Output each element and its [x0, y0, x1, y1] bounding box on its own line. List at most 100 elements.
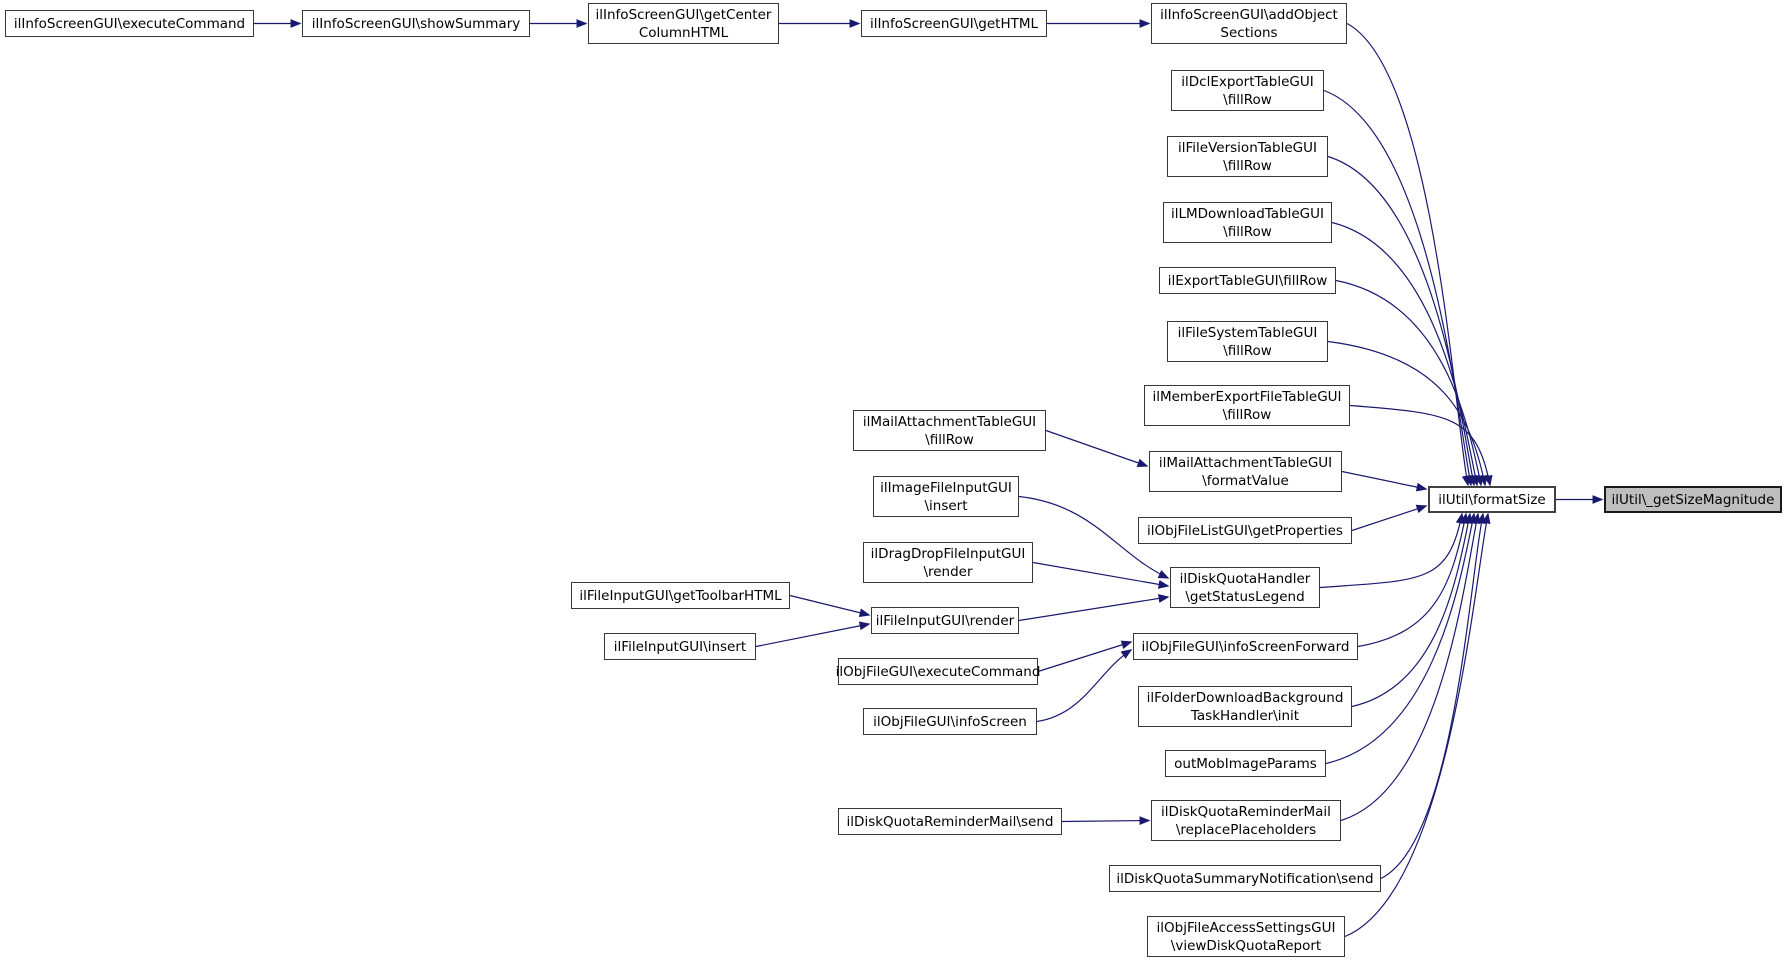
node-label: ilObjFileGUI\infoScreen — [873, 713, 1027, 730]
edge-file-version-fill-row--format-size — [1327, 155, 1477, 487]
node-file-input-insert[interactable]: ilFileInputGUI\insert — [604, 633, 756, 660]
node-label: \formatValue — [1202, 472, 1289, 489]
node-image-file-input-insert[interactable]: ilImageFileInputGUI\insert — [873, 476, 1019, 517]
node-get-toolbar-html[interactable]: ilFileInputGUI\getToolbarHTML — [571, 582, 790, 609]
edge-mail-attachment-fill-row--mail-attachment-format-value — [1045, 429, 1149, 468]
node-get-size-magnitude: ilUtil\_getSizeMagnitude — [1604, 486, 1782, 513]
edge-summary-notification-send--format-size — [1380, 512, 1486, 880]
edge-obj-file-info-screen--info-screen-forward — [1036, 649, 1133, 723]
edge-mail-attachment-format-value--format-size — [1341, 470, 1428, 492]
node-label: ilObjFileAccessSettingsGUI — [1156, 919, 1336, 936]
node-label: ilFolderDownloadBackground — [1146, 689, 1344, 706]
edge-disk-quota-get-status-legend--format-size — [1319, 512, 1465, 589]
node-show-summary[interactable]: ilInfoScreenGUI\showSummary — [302, 10, 530, 37]
node-label: ilInfoScreenGUI\addObject — [1160, 6, 1338, 23]
node-label: ilDiskQuotaSummaryNotification\send — [1116, 870, 1374, 887]
edge-dcl-export-fill-row--format-size — [1323, 89, 1474, 487]
edge-folder-download-init--format-size — [1351, 512, 1473, 708]
node-label: \fillRow — [925, 431, 974, 448]
node-label: ilObjFileGUI\executeCommand — [835, 663, 1041, 680]
node-label: \fillRow — [1223, 157, 1272, 174]
node-label: \getStatusLegend — [1185, 588, 1305, 605]
edge-drag-drop-render--disk-quota-get-status-legend — [1032, 561, 1170, 589]
node-info-screen-forward[interactable]: ilObjFileGUI\infoScreenForward — [1133, 633, 1358, 660]
edge-obj-file-execute-command--info-screen-forward — [1037, 640, 1133, 673]
node-label: ilInfoScreenGUI\getHTML — [869, 15, 1039, 32]
edge-reminder-replace-placeholders--format-size — [1340, 512, 1481, 822]
node-dcl-export-fill-row[interactable]: ilDclExportTableGUI\fillRow — [1171, 70, 1324, 111]
node-obj-file-info-screen[interactable]: ilObjFileGUI\infoScreen — [863, 708, 1037, 735]
node-label: \replacePlaceholders — [1175, 821, 1317, 838]
node-label: TaskHandler\init — [1190, 707, 1300, 724]
node-label: ilFileInputGUI\insert — [613, 638, 747, 655]
node-label: ilDiskQuotaReminderMail\send — [846, 813, 1054, 830]
node-label: ilFileSystemTableGUI — [1177, 324, 1318, 341]
node-label: ColumnHTML — [638, 24, 729, 41]
node-label: outMobImageParams — [1174, 755, 1317, 772]
node-label: ilMailAttachmentTableGUI — [1158, 454, 1333, 471]
edge-file-system-fill-row--format-size — [1327, 340, 1488, 487]
node-obj-file-list-get-properties[interactable]: ilObjFileListGUI\getProperties — [1138, 517, 1352, 544]
node-label: ilObjFileGUI\infoScreenForward — [1141, 638, 1350, 655]
node-drag-drop-render[interactable]: ilDragDropFileInputGUI\render — [863, 542, 1033, 583]
edge-reminder-mail-send--reminder-replace-placeholders — [1061, 816, 1151, 826]
node-label: ilInfoScreenGUI\executeCommand — [13, 15, 246, 32]
edge-lm-download-fill-row--format-size — [1331, 221, 1480, 487]
node-lm-download-fill-row[interactable]: ilLMDownloadTableGUI\fillRow — [1163, 202, 1332, 243]
edge-info-screen-forward--format-size — [1357, 512, 1469, 648]
node-label: ilDclExportTableGUI — [1181, 73, 1314, 90]
node-label: ilInfoScreenGUI\showSummary — [311, 15, 521, 32]
node-label: ilMailAttachmentTableGUI — [862, 413, 1037, 430]
edge-obj-file-list-get-properties--format-size — [1351, 504, 1428, 532]
node-summary-notification-send[interactable]: ilDiskQuotaSummaryNotification\send — [1109, 865, 1381, 892]
node-label: \fillRow — [1223, 223, 1272, 240]
node-view-disk-quota-report[interactable]: ilObjFileAccessSettingsGUI\viewDiskQuota… — [1147, 916, 1345, 957]
node-label: ilInfoScreenGUI\getCenter — [595, 6, 772, 23]
node-label: \viewDiskQuotaReport — [1170, 937, 1322, 954]
edge-file-input-insert--file-input-render — [755, 621, 871, 648]
edge-add-object-sections--format-size — [1346, 22, 1471, 487]
node-file-version-fill-row[interactable]: ilFileVersionTableGUI\fillRow — [1167, 136, 1328, 177]
node-label: ilLMDownloadTableGUI — [1170, 205, 1324, 222]
node-label: Sections — [1220, 24, 1278, 41]
node-execute-command[interactable]: ilInfoScreenGUI\executeCommand — [5, 10, 254, 37]
edge-member-export-fill-row--format-size — [1349, 404, 1493, 487]
node-file-system-fill-row[interactable]: ilFileSystemTableGUI\fillRow — [1167, 321, 1328, 362]
node-label: \render — [923, 563, 973, 580]
node-label: ilExportTableGUI\fillRow — [1167, 272, 1328, 289]
node-label: ilDragDropFileInputGUI — [870, 545, 1026, 562]
node-label: ilDiskQuotaHandler — [1179, 570, 1311, 587]
node-disk-quota-get-status-legend[interactable]: ilDiskQuotaHandler\getStatusLegend — [1170, 567, 1320, 608]
node-label: ilMemberExportFileTableGUI — [1152, 388, 1342, 405]
node-label: ilImageFileInputGUI — [880, 479, 1012, 496]
node-label: ilFileInputGUI\render — [875, 612, 1015, 629]
node-export-table-fill-row[interactable]: ilExportTableGUI\fillRow — [1159, 267, 1336, 294]
node-get-html[interactable]: ilInfoScreenGUI\getHTML — [861, 10, 1047, 37]
node-label: ilUtil\_getSizeMagnitude — [1611, 491, 1775, 508]
node-member-export-fill-row[interactable]: ilMemberExportFileTableGUI\fillRow — [1144, 385, 1350, 426]
node-label: ilFileInputGUI\getToolbarHTML — [579, 587, 782, 604]
node-reminder-replace-placeholders[interactable]: ilDiskQuotaReminderMail\replacePlacehold… — [1151, 800, 1341, 841]
node-reminder-mail-send[interactable]: ilDiskQuotaReminderMail\send — [838, 808, 1062, 835]
node-format-size[interactable]: ilUtil\formatSize — [1428, 486, 1556, 513]
node-label: \fillRow — [1223, 342, 1272, 359]
edge-export-table-fill-row--format-size — [1335, 279, 1484, 487]
node-label: \fillRow — [1222, 406, 1272, 423]
node-mail-attachment-fill-row[interactable]: ilMailAttachmentTableGUI\fillRow — [853, 410, 1046, 451]
node-label: \insert — [924, 497, 968, 514]
node-mail-attachment-format-value[interactable]: ilMailAttachmentTableGUI\formatValue — [1149, 451, 1342, 492]
node-label: ilFileVersionTableGUI — [1178, 139, 1317, 156]
node-label: ilUtil\formatSize — [1438, 491, 1546, 508]
node-file-input-render[interactable]: ilFileInputGUI\render — [871, 607, 1019, 634]
node-label: ilDiskQuotaReminderMail — [1161, 803, 1331, 820]
node-label: \fillRow — [1223, 91, 1272, 108]
node-obj-file-execute-command[interactable]: ilObjFileGUI\executeCommand — [835, 658, 1041, 685]
edge-group — [254, 19, 1604, 938]
node-out-mob-image-params[interactable]: outMobImageParams — [1165, 750, 1326, 777]
node-label: ilObjFileListGUI\getProperties — [1147, 522, 1343, 539]
